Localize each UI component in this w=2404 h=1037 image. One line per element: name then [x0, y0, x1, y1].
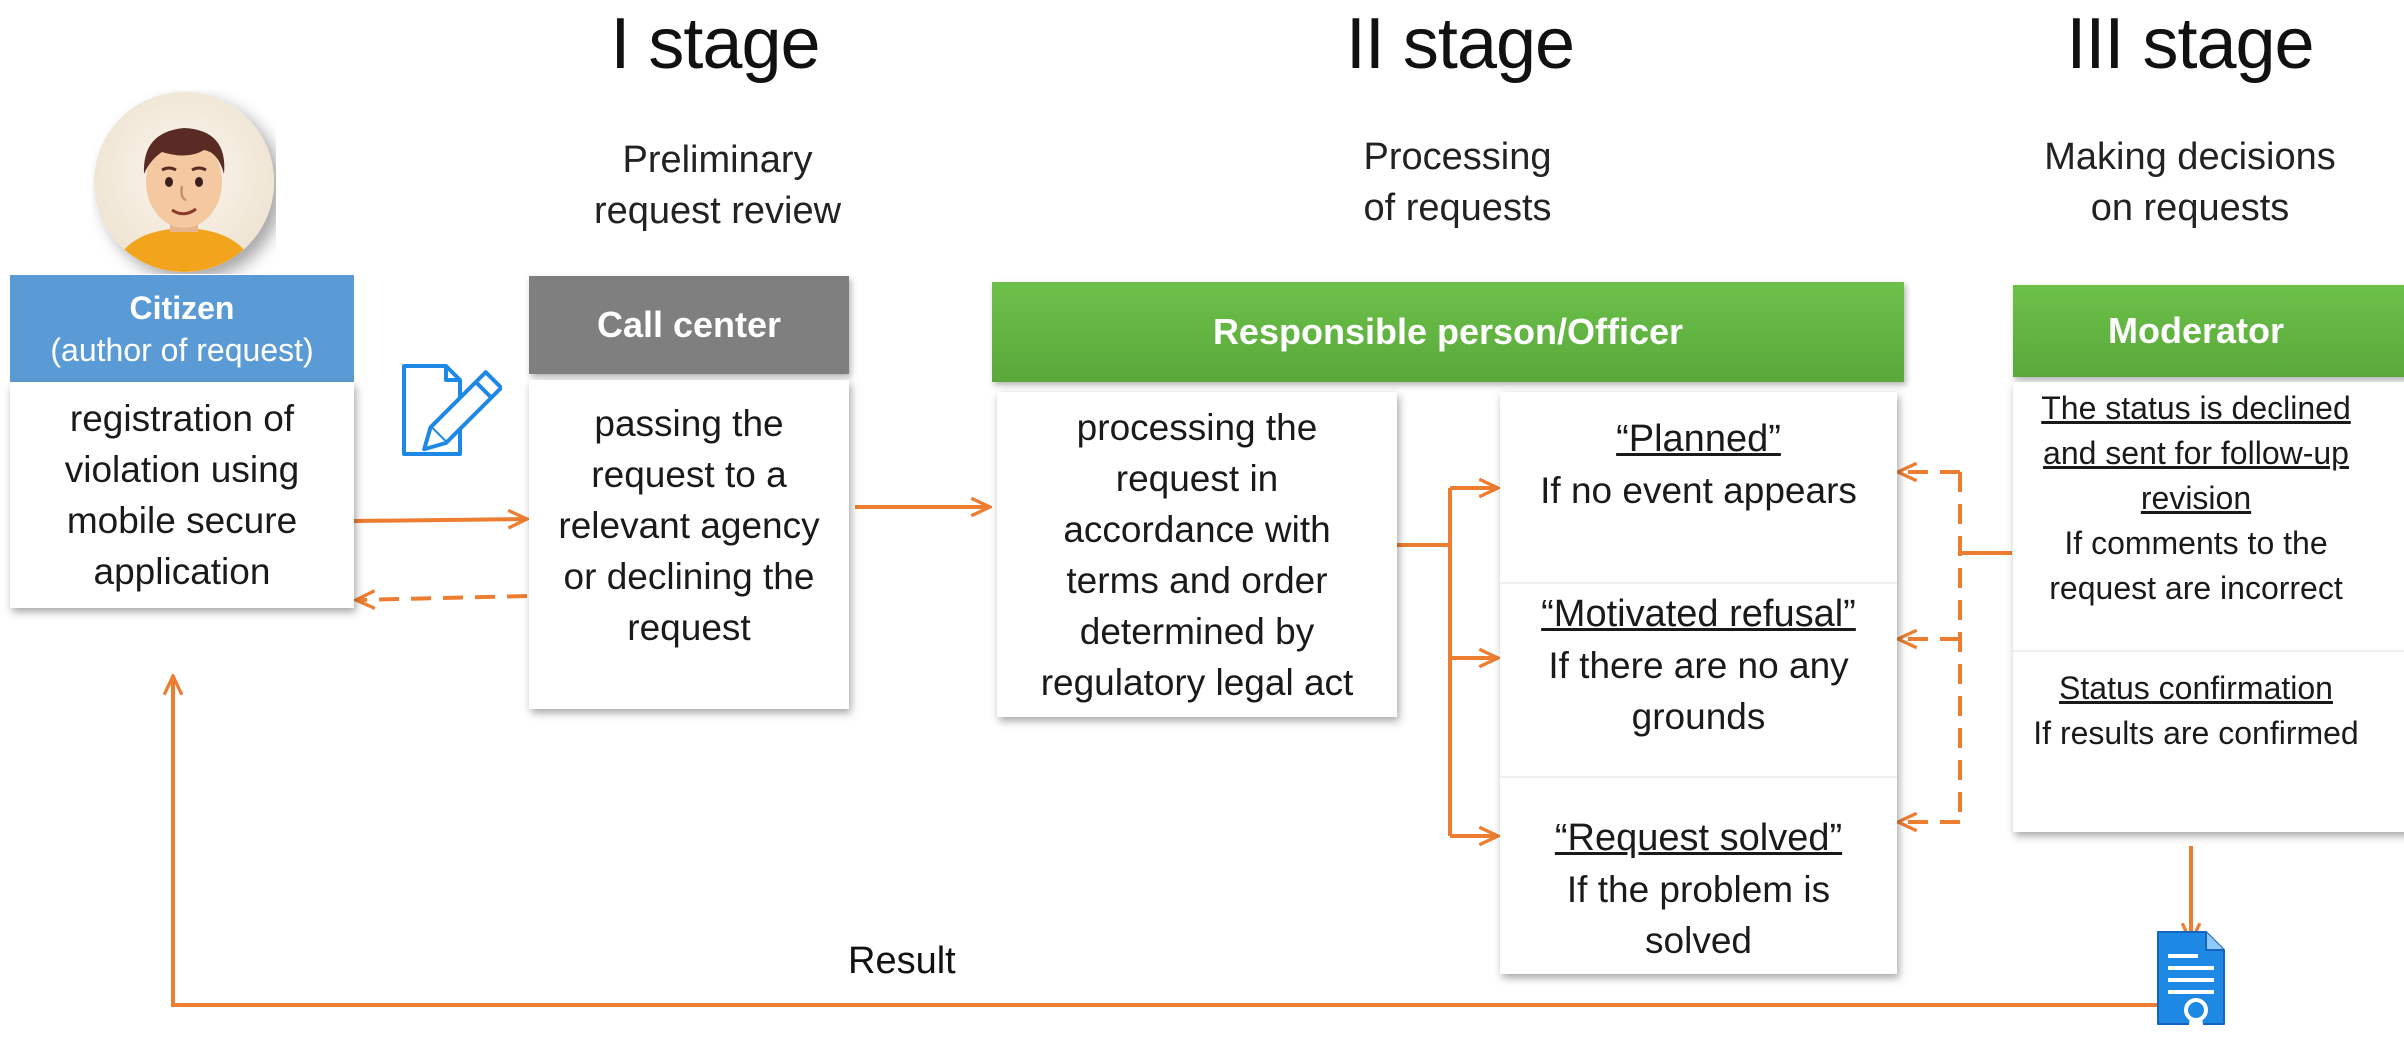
stage-2-subtitle: Processing of requests [1363, 136, 1552, 229]
moderator-header: Moderator [2013, 285, 2404, 377]
outcome-refusal-text: If there are no any grounds [1548, 645, 1849, 737]
moderator-decline-text: If comments to the request are incorrect [2049, 525, 2343, 606]
callcenter-text: passing the request to a relevant agency… [558, 403, 820, 648]
arrow-callcenter-to-citizen [356, 596, 528, 600]
avatar-citizen [92, 90, 276, 274]
stage-1-title: I stage [610, 4, 820, 84]
edit-document-icon [398, 358, 504, 460]
stage-2-title: II stage [1345, 4, 1575, 84]
arrow-officer-branch [1397, 488, 1452, 836]
outcome-planned-title: “Planned” [1616, 418, 1781, 460]
moderator-confirm-text: If results are confirmed [2033, 715, 2359, 751]
stage-3-subtitle: Making decisions on requests [2044, 136, 2336, 229]
officer-text: processing the request in accordance wit… [1040, 407, 1354, 703]
moderator-confirm-title: Status confirmation [2059, 670, 2333, 706]
stage-1-subtitle: Preliminary request review [593, 139, 842, 232]
outcome-refusal: “Motivated refusal” If there are no any … [1500, 589, 1897, 742]
certificate-document-icon [2154, 928, 2228, 1032]
stage-3-title: III stage [2066, 4, 2314, 84]
outcomes-card: “Planned” If no event appears “Motivated… [1500, 392, 1897, 974]
outcome-divider [1500, 776, 1897, 778]
officer-header: Responsible person/Officer [992, 282, 1904, 382]
outcome-refusal-title: “Motivated refusal” [1541, 593, 1856, 635]
outcome-planned-text: If no event appears [1540, 470, 1857, 511]
outcome-solved-title: “Request solved” [1554, 817, 1843, 859]
moderator-decline-title: The status is declined and sent for foll… [2041, 390, 2351, 516]
citizen-subtitle: (author of request) [50, 331, 314, 368]
arrow-result-loop [173, 676, 2158, 1007]
citizen-title: Citizen [129, 289, 235, 326]
callcenter-card: passing the request to a relevant agency… [529, 380, 849, 709]
citizen-text: registration of violation using mobile s… [64, 398, 300, 592]
outcome-divider [1500, 582, 1897, 584]
citizen-header: Citizen (author of request) [10, 275, 354, 382]
outcome-solved-text: If the problem is solved [1566, 869, 1831, 961]
moderator-card: The status is declined and sent for foll… [2013, 382, 2404, 832]
result-label: Result [848, 940, 956, 982]
moderator-decline: The status is declined and sent for foll… [2013, 386, 2379, 611]
outcome-planned: “Planned” If no event appears [1500, 414, 1897, 516]
moderator-confirm: Status confirmation If results are confi… [2013, 666, 2379, 756]
moderator-divider [2013, 650, 2404, 652]
moderator-title: Moderator [2107, 310, 2284, 351]
citizen-card: registration of violation using mobile s… [10, 382, 354, 608]
outcome-solved: “Request solved” If the problem is solve… [1500, 813, 1897, 966]
callcenter-header: Call center [529, 276, 849, 374]
arrow-citizen-to-callcenter [353, 519, 527, 521]
officer-card: processing the request in accordance wit… [997, 392, 1397, 717]
